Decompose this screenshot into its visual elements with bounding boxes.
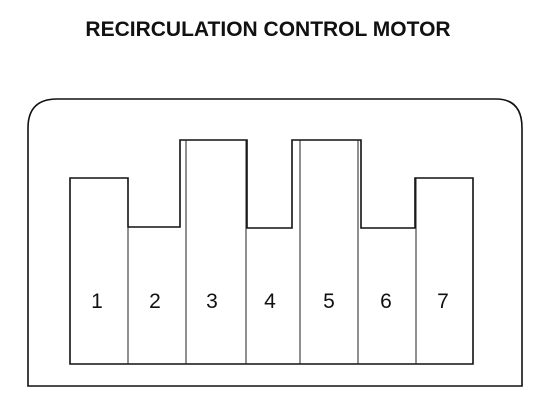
pin-label-4: 4 [264, 290, 276, 313]
diagram-title: RECIRCULATION CONTROL MOTOR [85, 18, 450, 41]
connector-face-outline [69, 139, 474, 365]
pin-label-1: 1 [91, 290, 103, 313]
pin-label-3: 3 [206, 290, 218, 313]
pin-label-7: 7 [437, 290, 449, 313]
pin-label-2: 2 [149, 290, 161, 313]
pin-label-5: 5 [323, 290, 335, 313]
pin-label-6: 6 [380, 290, 392, 313]
connector-housing [27, 98, 523, 387]
